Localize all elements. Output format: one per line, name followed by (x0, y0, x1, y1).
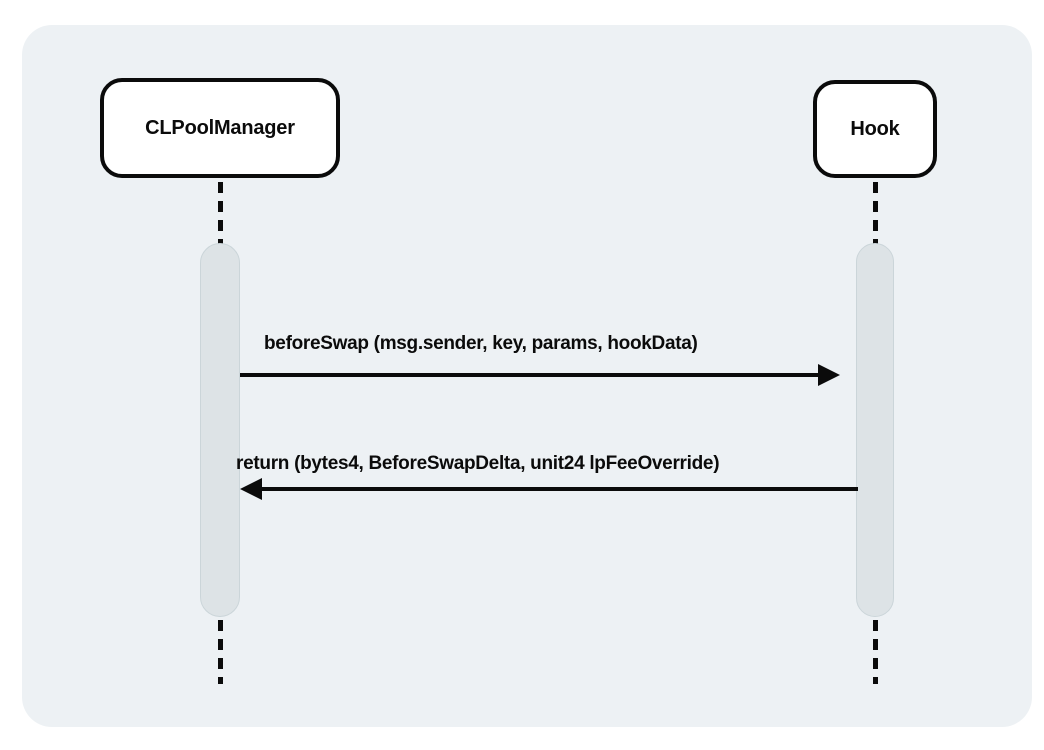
message-before-swap-call-label: beforeSwap (msg.sender, key, params, hoo… (264, 333, 698, 354)
activation-bar-hook (856, 243, 894, 617)
lifeline-dash (218, 182, 223, 193)
message-before-swap-return-label: return (bytes4, BeforeSwapDelta, unit24 … (236, 453, 720, 474)
lifeline-dash (873, 239, 878, 244)
participant-hook-label: Hook (850, 117, 900, 140)
lifeline-dash (218, 639, 223, 650)
lifeline-hook-bottom (873, 620, 878, 684)
lifeline-hook-top (873, 182, 878, 244)
lifeline-dash (873, 677, 878, 684)
lifeline-dash (218, 220, 223, 231)
arrow-left-icon (240, 478, 262, 500)
participant-clpoolmanager[interactable]: CLPoolManager (100, 78, 340, 178)
lifeline-clpoolmanager-bottom (218, 620, 223, 684)
participant-hook[interactable]: Hook (813, 80, 937, 178)
lifeline-dash (873, 639, 878, 650)
lifeline-dash (218, 620, 223, 631)
lifeline-dash (218, 658, 223, 669)
message-before-swap-return-line (262, 487, 858, 491)
lifeline-clpoolmanager-top (218, 182, 223, 244)
lifeline-dash (873, 201, 878, 212)
message-before-swap-call-line (240, 373, 820, 377)
lifeline-dash (218, 239, 223, 244)
lifeline-dash (873, 620, 878, 631)
lifeline-dash (873, 220, 878, 231)
participant-clpoolmanager-label: CLPoolManager (145, 116, 295, 139)
lifeline-dash (218, 201, 223, 212)
lifeline-dash (218, 677, 223, 684)
lifeline-dash (873, 182, 878, 193)
activation-bar-clpoolmanager (200, 243, 240, 617)
arrow-right-icon (818, 364, 840, 386)
lifeline-dash (873, 658, 878, 669)
